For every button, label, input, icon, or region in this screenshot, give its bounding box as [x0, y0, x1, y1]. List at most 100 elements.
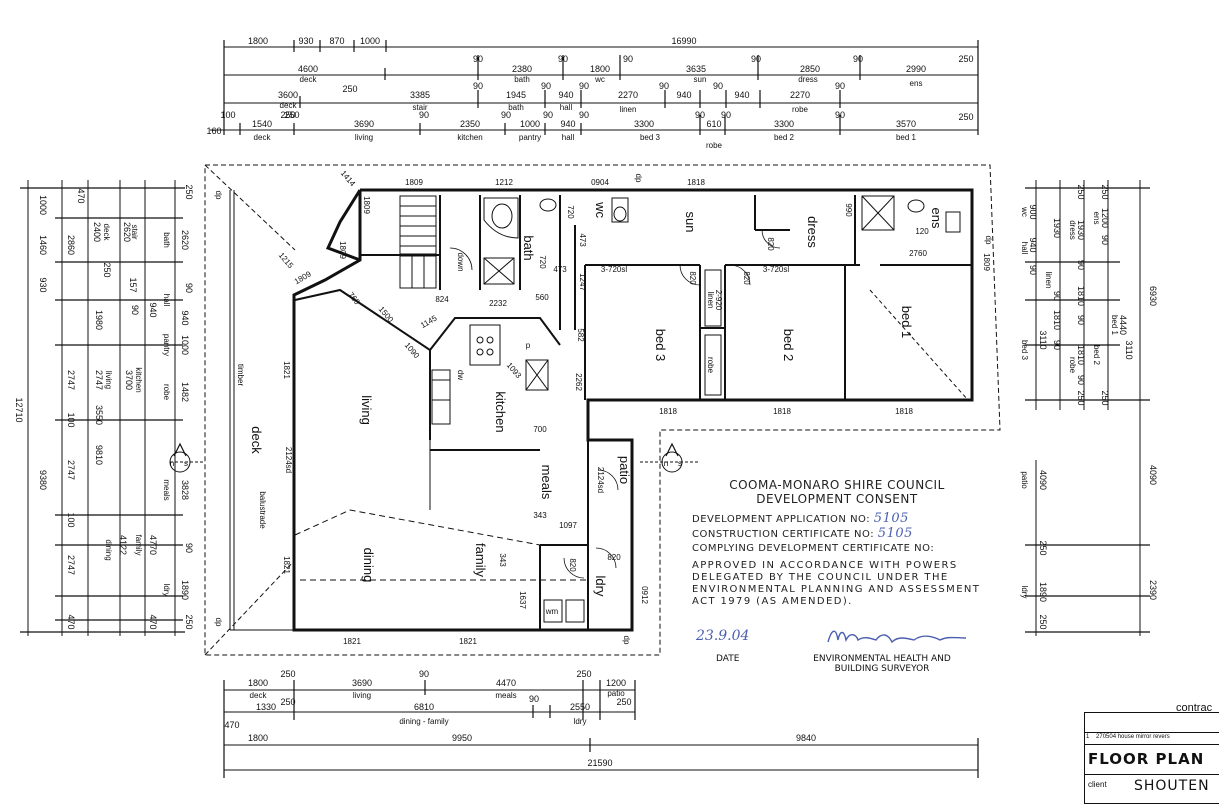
dim-top-1000: 1000: [360, 36, 380, 46]
title-block-floor-plan: FLOOR PLAN: [1088, 750, 1205, 768]
plan-dim-820d: 820: [568, 558, 577, 572]
dim-top-deck-a: deck: [300, 75, 318, 84]
stamp-consent-title: DEVELOPMENT CONSENT: [756, 492, 918, 506]
rev-code: 270504: [1096, 734, 1117, 740]
dim-right-90a: 90: [1028, 265, 1038, 275]
dim-bot-90b: 90: [529, 694, 539, 704]
plan-dim-343a: 343: [533, 511, 547, 520]
plan-dim-1500: 1500: [377, 305, 396, 325]
stamp-da-line: DEVELOPMENT APPLICATION NO: 5105: [692, 512, 982, 527]
dim-left-90c: 90: [184, 543, 194, 553]
dim-right-250c: 250: [1100, 184, 1110, 199]
dim-top-robe-a: robe: [792, 105, 809, 114]
dim-top-90i: 90: [659, 81, 669, 91]
dim-left-stair: stair: [130, 224, 139, 239]
dim-bot-3690: 3690: [352, 678, 372, 688]
plan-dim-2920: 2-920: [714, 290, 723, 311]
plan-dim-1809a: 1809: [405, 178, 423, 187]
dim-bot-90a: 90: [419, 669, 429, 679]
dim-left-940b: 940: [180, 310, 190, 325]
plan-dim-473a: 473: [578, 233, 587, 247]
dim-top-870: 870: [329, 36, 344, 46]
dim-right-940: 940: [1028, 237, 1038, 252]
dim-top-90n: 90: [543, 110, 553, 120]
plan-dim-820c: 820: [766, 237, 775, 251]
dim-top-kitchen: kitchen: [457, 133, 482, 142]
plan-dim-560: 560: [535, 293, 549, 302]
dim-right-250f: 250: [1038, 614, 1048, 629]
dim-left-robe: robe: [162, 384, 171, 401]
dim-top-1945: 1945: [506, 90, 526, 100]
dim-top-90d: 90: [751, 54, 761, 64]
dim-top-2270a: 2270: [618, 90, 638, 100]
plan-dim-1414: 1414: [339, 169, 358, 189]
dim-left-ldry: ldry: [162, 584, 171, 597]
room-wm: wm: [545, 607, 559, 616]
dim-top-pantry: pantry: [519, 133, 541, 142]
dim-right-hall: hall: [1020, 242, 1029, 255]
plan-dim-1145: 1145: [419, 313, 439, 330]
stamp-cdc-label: COMPLYING DEVELOPMENT CERTIFICATE NO:: [692, 543, 935, 554]
dim-left-3550: 3550: [94, 405, 104, 425]
dim-bot-2550: 2550: [570, 702, 590, 712]
room-sun: sun: [683, 212, 698, 233]
dim-top-hall-a: hall: [560, 103, 573, 112]
dim-left-2747b: 2747: [66, 460, 76, 480]
dim-top-1800: 1800: [248, 36, 268, 46]
title-block-rule-3: [1084, 774, 1219, 775]
room-bed2: bed 2: [781, 329, 796, 362]
dim-left-2620a: 2620: [122, 222, 132, 242]
dim-bot-6810: 6810: [414, 702, 434, 712]
dim-bot-1200: 1200: [606, 678, 626, 688]
dim-top-940c: 940: [734, 90, 749, 100]
dim-top-90c: 90: [623, 54, 633, 64]
dim-right-90g: 90: [1100, 235, 1110, 245]
plan-dim-dp-c: dp: [634, 174, 643, 183]
dim-left-90a: 90: [130, 305, 140, 315]
dim-right-patio: patio: [1020, 471, 1029, 489]
stamp-approval-text: APPROVED IN ACCORDANCE WITH POWERS DELEG…: [692, 560, 981, 607]
dim-bot-250b: 250: [576, 669, 591, 679]
dim-top-3635: 3635: [686, 64, 706, 74]
dim-top-90o: 90: [579, 110, 589, 120]
plan-dim-820b: 820: [742, 271, 751, 285]
dim-bot-250d: 250: [616, 697, 631, 707]
dim-top-bed3: bed 3: [640, 133, 661, 142]
dim-top-90a: 90: [473, 54, 483, 64]
dim-top-2990: 2990: [906, 64, 926, 74]
plan-dim-1818a: 1818: [687, 178, 705, 187]
north-s-right: s: [678, 459, 682, 468]
dim-bot-9950: 9950: [452, 733, 472, 743]
plan-dim-343b: 343: [498, 553, 507, 567]
room-patio: patio: [617, 456, 632, 484]
room-robe: robe: [706, 357, 715, 374]
dim-right-4440: 4440: [1118, 315, 1128, 335]
dim-left-living: living: [104, 371, 113, 389]
dim-bot-1800: 1800: [248, 678, 268, 688]
dim-left-470a: 470: [76, 188, 86, 203]
plan-dim-820a: 820: [688, 271, 697, 285]
dim-bot-1800b: 1800: [248, 733, 268, 743]
dim-right-1810b: 1810: [1076, 286, 1086, 306]
dim-left-4770: 4770: [148, 535, 158, 555]
dim-top-90r: 90: [835, 110, 845, 120]
dim-right-250b: 250: [1076, 390, 1086, 405]
dim-top-deck-b: deck: [280, 101, 298, 110]
dim-top-250a: 250: [342, 84, 357, 94]
dim-left-100b: 100: [66, 512, 76, 527]
dim-top-dress: dress: [798, 75, 818, 84]
dim-top-250b: 250: [958, 54, 973, 64]
dim-left-2747c: 2747: [66, 555, 76, 575]
dim-left-1980: 1980: [94, 310, 104, 330]
dim-right-ldry: ldry: [1020, 586, 1029, 599]
dim-left-157: 157: [128, 277, 138, 292]
dim-top-90k: 90: [835, 81, 845, 91]
rev-text: house mirror revers: [1117, 734, 1170, 740]
dim-top-90p: 90: [695, 110, 705, 120]
dim-top-stair: stair: [412, 103, 427, 112]
dim-top-bed1: bed 1: [896, 133, 917, 142]
dim-bot-living: living: [353, 691, 371, 700]
room-balustrade: balustrade: [258, 491, 267, 529]
dim-top-250d: 250: [284, 110, 299, 120]
